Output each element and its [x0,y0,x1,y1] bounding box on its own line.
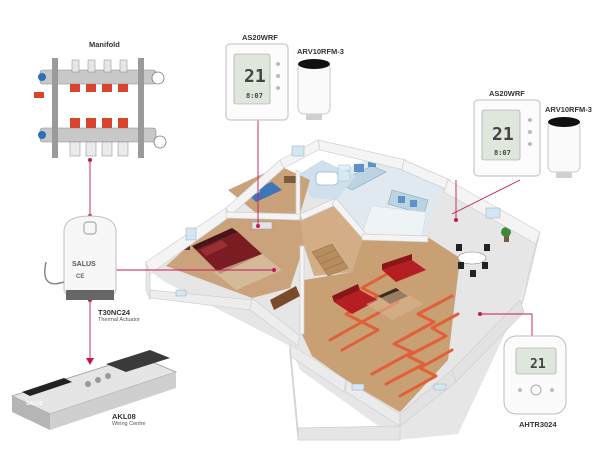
lcd-temp-right: 21 [492,124,514,145]
label-wiring-centre-sub: Wiring Centre [112,421,146,427]
bathtub [315,171,339,186]
label-thermostat-right: AS20WRF [489,89,525,98]
label-thermostat-top: AS20WRF [242,33,278,42]
blue-bed [246,182,282,202]
trv-arv10rfm3-right [547,117,581,178]
shower-glass [337,164,351,182]
wiring-centre-brand: SALUS [26,401,44,407]
lcd-temp-top: 21 [244,66,266,87]
plant [501,227,511,242]
actuator-ce: CE [76,274,84,280]
dining-chairs [456,244,490,277]
red-sofa-right [382,260,426,282]
label-trv-right: ARV10RFM-3 [545,105,592,114]
actuator-brand: SALUS [72,261,96,268]
connector-lines [89,120,533,360]
master-bed-headboard [192,228,238,250]
lcd-time-top: 8:07 [246,92,263,100]
dining-table [457,251,487,265]
radiator [251,221,273,230]
label-actuator: T30NC24 [98,308,131,317]
lcd-time-right: 8:07 [494,149,511,157]
trv-arv10rfm3-top [297,59,331,120]
label-wiring-centre: AKL08 [112,412,136,421]
label-thermostat-bottom: AHTR3024 [519,420,557,429]
master-rug [214,254,282,290]
wardrobe [270,286,300,310]
master-bed-pillows [200,240,228,256]
thermal-actuator: SALUS CE [44,215,117,300]
floor-plan [145,139,541,441]
arrow-down-icon [86,358,94,365]
small-desk [284,176,296,183]
thermostat-as20wrf-right: 21 8:07 [473,99,541,177]
kitchen-tiles [361,205,427,239]
red-sofa-left [334,290,378,314]
label-trv-top: ARV10RFM-3 [297,47,344,56]
master-bed [196,232,262,274]
thermostat-as20wrf-top: 21 8:07 [225,43,289,121]
windows [175,145,501,391]
lcd-temp-bottom: 21 [530,357,546,372]
label-manifold: Manifold [89,40,120,49]
red-sofa-right-back [382,254,412,270]
manifold [34,58,167,158]
thermostat-ahtr3024: 21 [503,335,567,415]
red-sofa-left-back [332,284,360,302]
label-actuator-sub: Thermal Actuator [98,317,140,323]
living-rug [366,290,424,320]
wiring-centre: SALUS [10,350,178,430]
staircase [311,243,349,277]
